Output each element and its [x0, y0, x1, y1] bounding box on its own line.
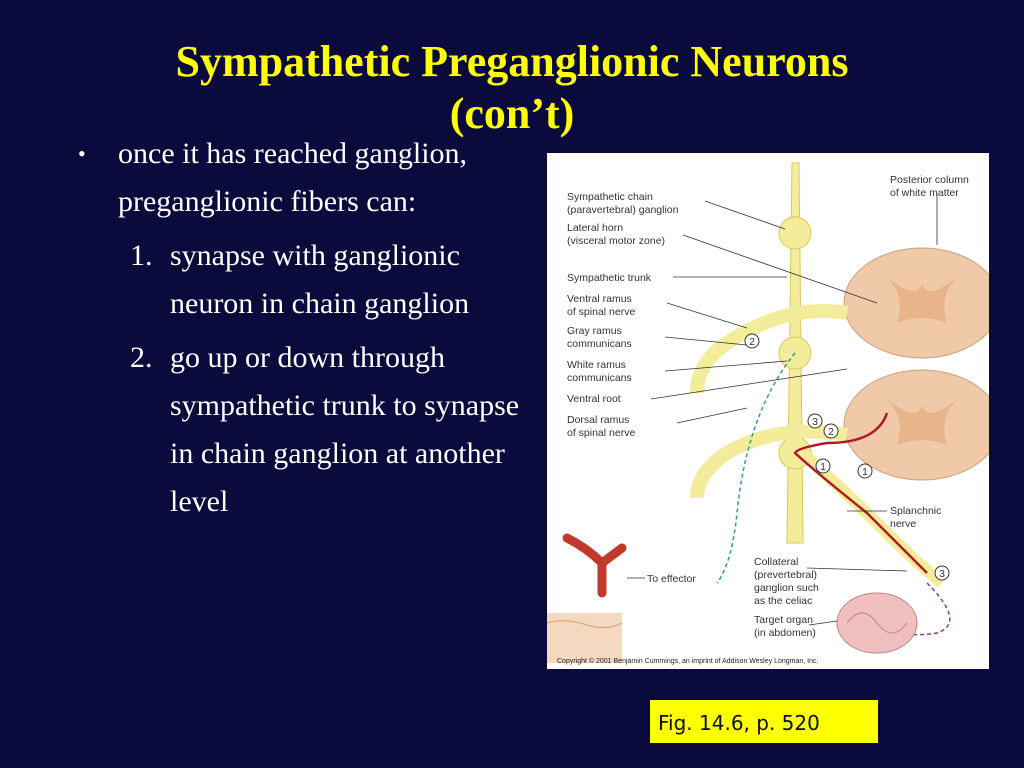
svg-text:2: 2	[749, 336, 755, 348]
label-lateral-horn: Lateral horn	[567, 222, 623, 234]
label-ventral-root: Ventral root	[567, 393, 621, 405]
marker-2-upper: 2	[744, 333, 760, 349]
label-of-white-matter: of white matter	[890, 187, 959, 199]
slide-title: Sympathetic Preganglionic Neurons (con’t…	[0, 36, 1024, 140]
label-sympathetic-chain: Sympathetic chain	[567, 191, 653, 203]
marker-1-left: 1	[815, 458, 831, 474]
label-to-effector: To effector	[647, 573, 696, 585]
label-paravertebral-ganglion: (paravertebral) ganglion	[567, 204, 679, 216]
label-dorsal-ramus: Dorsal ramus	[567, 414, 629, 426]
figure-reference: Fig. 14.6, p. 520	[650, 700, 878, 743]
title-line-2: (con’t)	[449, 89, 575, 138]
item-number: 2.	[130, 341, 153, 374]
label-posterior-column: Posterior column	[890, 174, 969, 186]
label-nerve: nerve	[890, 518, 916, 530]
marker-1-right: 1	[857, 463, 873, 479]
label-in-abdomen: (in abdomen)	[754, 627, 816, 639]
label-of-spinal-nerve: of spinal nerve	[567, 427, 635, 439]
label-visceral-motor-zone: (visceral motor zone)	[567, 235, 665, 247]
label-ganglion-such: ganglion such	[754, 582, 819, 594]
spinal-cord-upper	[843, 247, 989, 359]
preganglionic-fiber	[793, 412, 928, 574]
label-communicans: communicans	[567, 372, 632, 384]
label-communicans: communicans	[567, 338, 632, 350]
slide-content: • once it has reached ganglion, pregangl…	[78, 130, 548, 526]
numbered-item-2: 2. go up or down through sympathetic tru…	[130, 334, 548, 526]
label-target-organ: Target organ	[754, 614, 813, 626]
svg-text:3: 3	[939, 568, 945, 580]
label-gray-ramus: Gray ramus	[567, 325, 622, 337]
svg-text:3: 3	[812, 416, 818, 428]
bullet-icon: •	[78, 141, 86, 166]
label-collateral: Collateral	[754, 556, 798, 568]
marker-3-upper: 3	[807, 413, 823, 429]
chain-ganglion	[778, 216, 812, 250]
svg-text:2: 2	[828, 426, 834, 438]
item-text: synapse with ganglionic neuron in chain …	[170, 239, 470, 320]
label-white-ramus: White ramus	[567, 359, 626, 371]
label-sympathetic-trunk: Sympathetic trunk	[567, 272, 652, 284]
figure-copyright: Copyright © 2001 Benjamin Cummings, an i…	[557, 657, 818, 665]
spinal-cord-lower	[843, 369, 989, 481]
anatomy-figure: Sympathetic chain (paravertebral) gangli…	[547, 153, 989, 669]
item-number: 1.	[130, 239, 153, 272]
label-of-spinal-nerve: of spinal nerve	[567, 306, 635, 318]
item-text: go up or down through sympathetic trunk …	[170, 341, 520, 518]
bullet-text: once it has reached ganglion, preganglio…	[118, 137, 468, 218]
bullet-item: • once it has reached ganglion, pregangl…	[78, 130, 548, 226]
label-ventral-ramus: Ventral ramus	[567, 293, 632, 305]
target-organ	[836, 592, 918, 654]
marker-2-lower: 2	[823, 423, 839, 439]
label-as-the-celiac: as the celiac	[754, 595, 812, 607]
sympathetic-pathway-diagram: Sympathetic chain (paravertebral) gangli…	[547, 162, 989, 665]
effector-illustration	[547, 533, 627, 663]
svg-text:1: 1	[862, 466, 868, 478]
label-prevertebral: (prevertebral)	[754, 569, 817, 581]
numbered-item-1: 1. synapse with ganglionic neuron in cha…	[130, 232, 548, 328]
marker-3-lower: 3	[934, 565, 950, 581]
title-line-1: Sympathetic Preganglionic Neurons	[175, 37, 849, 86]
svg-text:1: 1	[820, 461, 826, 473]
label-splanchnic: Splanchnic	[890, 505, 941, 517]
